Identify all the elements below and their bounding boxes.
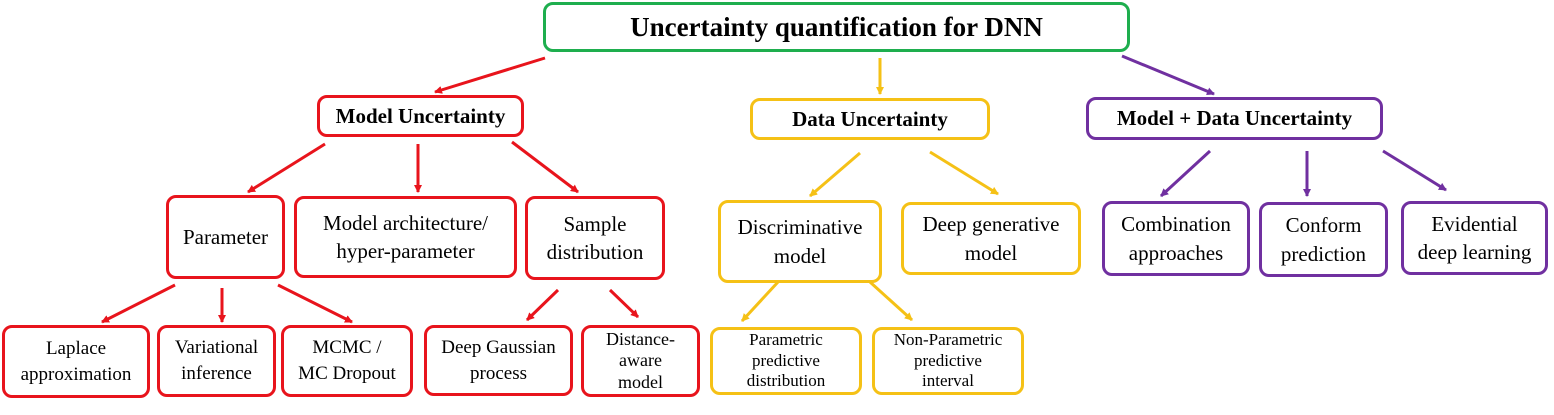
evidential-deep-learning-node: Evidential deep learning	[1401, 201, 1548, 275]
arrow-model-data-to-combination	[1159, 149, 1212, 198]
variational-inference-node: Variational inference	[157, 325, 276, 397]
arrow-sample-to-deep-gaussian	[525, 288, 560, 322]
parameter-node: Parameter	[166, 195, 285, 279]
nonparametric-predictive-interval-node: Non-Parametric predictive interval	[872, 327, 1024, 395]
parametric-predictive-distribution-node: Parametric predictive distribution	[710, 327, 862, 395]
mcmc-dropout-node: MCMC / MC Dropout	[281, 325, 413, 397]
model-uncertainty-node: Model Uncertainty	[317, 95, 524, 137]
distance-aware-model-node: Distance- aware model	[581, 325, 700, 397]
arrow-data-to-generative	[929, 150, 999, 196]
deep-gaussian-process-node: Deep Gaussian process	[424, 325, 573, 396]
combination-approaches-node: Combination approaches	[1102, 201, 1250, 276]
conform-prediction-node: Conform prediction	[1259, 202, 1388, 277]
arrow-parameter-to-laplace	[101, 283, 176, 324]
arrow-parameter-to-mcmc	[277, 283, 353, 324]
sample-distribution-node: Sample distribution	[525, 196, 665, 280]
arrow-data-to-discriminative	[809, 151, 861, 198]
arrow-model-data-to-evidential	[1382, 149, 1447, 192]
model-data-uncertainty-node: Model + Data Uncertainty	[1086, 97, 1383, 140]
model-architecture-node: Model architecture/ hyper-parameter	[294, 196, 517, 278]
arrow-sample-to-distance-aware	[608, 288, 640, 319]
discriminative-model-node: Discriminative model	[718, 200, 882, 283]
laplace-approximation-node: Laplace approximation	[2, 325, 150, 398]
deep-generative-model-node: Deep generative model	[901, 202, 1081, 275]
arrow-root-to-model	[434, 56, 546, 94]
arrow-discriminative-to-parametric	[740, 280, 780, 323]
arrow-model-to-parameter	[247, 142, 326, 194]
arrow-root-to-model-data	[1121, 54, 1215, 96]
arrow-discriminative-to-nonparametric	[868, 280, 914, 322]
arrow-model-to-sample	[511, 140, 579, 194]
root-node: Uncertainty quantification for DNN	[543, 2, 1130, 52]
data-uncertainty-node: Data Uncertainty	[750, 98, 990, 140]
